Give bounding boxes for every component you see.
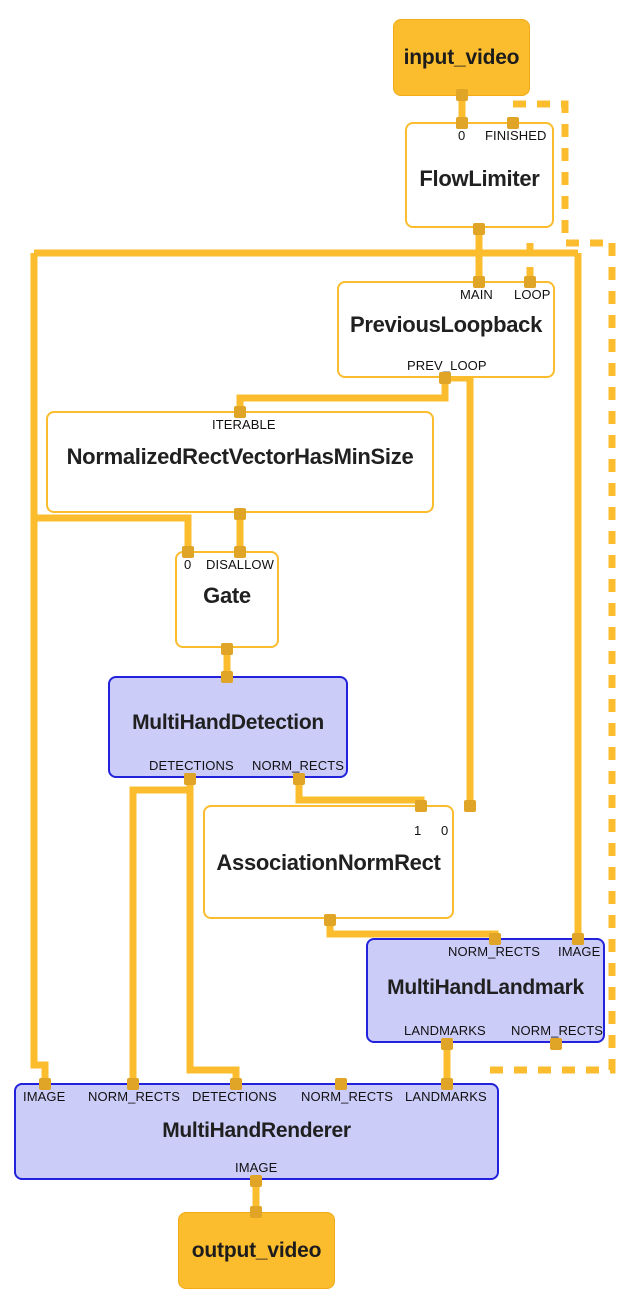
node-gate-label: Gate: [203, 583, 251, 608]
port-input-video-out[interactable]: [456, 89, 468, 101]
node-output-video-label: output_video: [191, 1238, 322, 1262]
port-label-multihanddetection-out-detections: DETECTIONS: [149, 758, 234, 773]
port-hasminsize-in-iterable[interactable]: [234, 406, 246, 418]
port-label-flowlimiter-in-0: 0: [458, 128, 466, 143]
port-association-in-0[interactable]: [464, 800, 476, 812]
port-multihandrenderer-in-normrects-2[interactable]: [335, 1078, 347, 1090]
port-gate-in-0[interactable]: [182, 546, 194, 558]
port-label-association-in-0: 0: [441, 823, 449, 838]
port-label-previousloopback-in-main: MAIN: [460, 287, 493, 302]
node-multihanddetection-label: MultiHandDetection: [132, 711, 324, 734]
port-flowlimiter-in-0[interactable]: [456, 117, 468, 129]
port-multihandrenderer-in-image[interactable]: [39, 1078, 51, 1090]
edge-prevloop-to-association-0: [445, 374, 474, 807]
port-label-multihandlandmark-in-normrects: NORM_RECTS: [448, 944, 541, 959]
port-label-multihandlandmark-out-landmarks: LANDMARKS: [404, 1023, 486, 1038]
port-label-multihandrenderer-in-image: IMAGE: [23, 1089, 66, 1104]
port-label-gate-in-0: 0: [184, 557, 192, 572]
node-input-video[interactable]: input_video: [393, 19, 530, 96]
node-flowlimiter-label: FlowLimiter: [419, 166, 540, 191]
port-multihandlandmark-in-normrects[interactable]: [489, 933, 501, 945]
port-previousloopback-out-prevloop[interactable]: [439, 372, 451, 384]
node-normalizedrectvectorhasminsize-label: NormalizedRectVectorHasMinSize: [66, 444, 414, 469]
port-label-multihandrenderer-out-image: IMAGE: [235, 1160, 278, 1175]
port-label-multihandrenderer-in-detections: DETECTIONS: [192, 1089, 277, 1104]
node-normalizedrectvectorhasminsize[interactable]: ITERABLE NormalizedRectVectorHasMinSize: [46, 411, 434, 513]
edge-prevloop-to-iterable: [236, 378, 449, 413]
port-multihandrenderer-in-detections[interactable]: [230, 1078, 242, 1090]
port-association-out[interactable]: [324, 914, 336, 926]
port-flowlimiter-in-finished[interactable]: [507, 117, 519, 129]
node-multihandrenderer[interactable]: IMAGE NORM_RECTS DETECTIONS NORM_RECTS L…: [14, 1083, 499, 1180]
port-label-hasminsize-in-iterable: ITERABLE: [212, 417, 276, 432]
port-label-multihandlandmark-out-normrects: NORM_RECTS: [511, 1023, 604, 1038]
port-multihanddetection-out-normrects[interactable]: [293, 773, 305, 785]
edge-left-image-bus: [30, 253, 49, 1085]
port-label-flowlimiter-in-finished: FINISHED: [485, 128, 547, 143]
node-output-video[interactable]: output_video: [178, 1212, 335, 1289]
port-output-video-in[interactable]: [250, 1206, 262, 1218]
port-label-gate-in-disallow: DISALLOW: [206, 557, 274, 572]
edge-bus-to-gate-0: [34, 514, 192, 553]
port-multihandrenderer-out-image[interactable]: [250, 1175, 262, 1187]
port-label-previousloopback-in-loop: LOOP: [514, 287, 551, 302]
port-multihanddetection-out-detections[interactable]: [184, 773, 196, 785]
node-input-video-label: input_video: [403, 45, 520, 69]
port-label-multihandrenderer-in-normrects-1: NORM_RECTS: [88, 1089, 181, 1104]
node-flowlimiter[interactable]: 0 FINISHED FlowLimiter: [405, 122, 554, 228]
port-label-multihandrenderer-in-landmarks: LANDMARKS: [405, 1089, 487, 1104]
port-association-in-1[interactable]: [415, 800, 427, 812]
node-gate[interactable]: 0 DISALLOW Gate: [175, 551, 279, 648]
port-label-multihanddetection-out-normrects: NORM_RECTS: [252, 758, 345, 773]
node-multihandlandmark-label: MultiHandLandmark: [387, 976, 584, 999]
port-multihandlandmark-out-normrects[interactable]: [550, 1038, 562, 1050]
node-associationnormrect-label: AssociationNormRect: [216, 850, 441, 875]
node-associationnormrect[interactable]: 1 0 AssociationNormRect: [203, 805, 454, 919]
edge-association-to-landmark-normrects: [326, 919, 499, 940]
port-multihandlandmark-in-image[interactable]: [572, 933, 584, 945]
edge-detection-normrects-to-association-1: [295, 778, 425, 807]
node-previousloopback-label: PreviousLoopback: [349, 312, 543, 337]
port-label-multihandlandmark-in-image: IMAGE: [558, 944, 601, 959]
edge-detection-lane-left: [129, 786, 190, 1085]
port-multihandrenderer-in-normrects-1[interactable]: [127, 1078, 139, 1090]
port-label-previousloopback-out-prevloop: PREV_LOOP: [407, 358, 487, 373]
port-multihandlandmark-out-landmarks[interactable]: [441, 1038, 453, 1050]
port-previousloopback-in-main[interactable]: [473, 276, 485, 288]
port-gate-out[interactable]: [221, 643, 233, 655]
node-multihandlandmark[interactable]: NORM_RECTS IMAGE MultiHandLandmark LANDM…: [366, 938, 605, 1043]
port-hasminsize-out[interactable]: [234, 508, 246, 520]
port-multihanddetection-in[interactable]: [221, 671, 233, 683]
node-previousloopback[interactable]: MAIN LOOP PreviousLoopback PREV_LOOP: [337, 281, 555, 378]
port-flowlimiter-out[interactable]: [473, 223, 485, 235]
port-label-association-in-1: 1: [414, 823, 422, 838]
node-multihanddetection[interactable]: MultiHandDetection DETECTIONS NORM_RECTS: [108, 676, 348, 778]
port-previousloopback-in-loop[interactable]: [524, 276, 536, 288]
port-label-multihandrenderer-in-normrects-2: NORM_RECTS: [301, 1089, 394, 1104]
port-multihandrenderer-in-landmarks[interactable]: [441, 1078, 453, 1090]
port-gate-in-disallow[interactable]: [234, 546, 246, 558]
node-multihandrenderer-label: MultiHandRenderer: [162, 1119, 351, 1142]
